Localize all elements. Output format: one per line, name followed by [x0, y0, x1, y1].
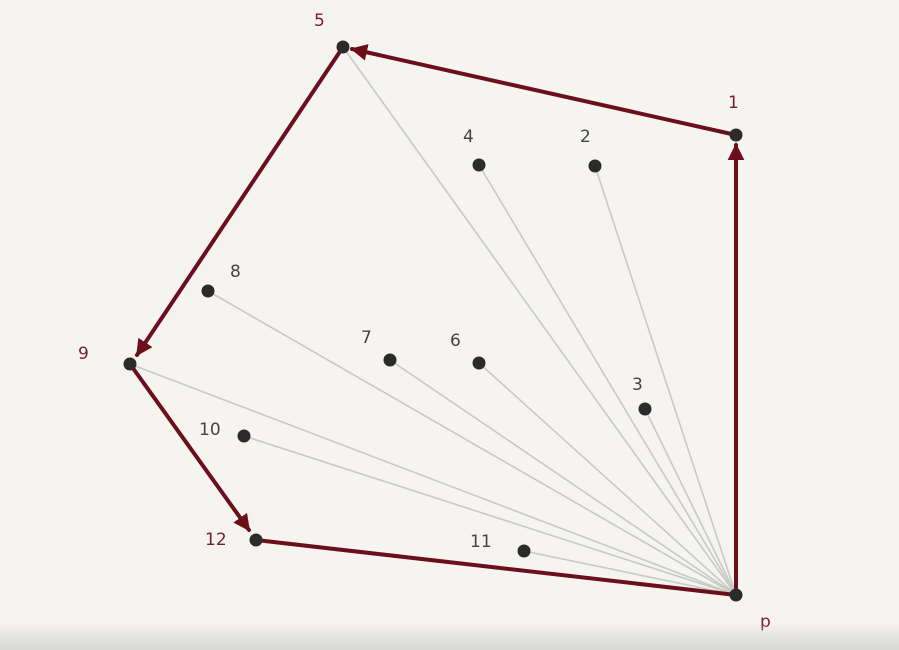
- label-2: 2: [580, 127, 591, 147]
- point-9: [123, 357, 137, 371]
- label-12: 12: [205, 530, 227, 550]
- ray-to-7: [389, 359, 737, 596]
- ray-to-10: [243, 435, 737, 596]
- hull-edge-9-12: [128, 362, 251, 532]
- label-8: 8: [230, 262, 241, 282]
- ray-to-8: [207, 290, 737, 596]
- hull-edges: [128, 44, 745, 597]
- point-1: [729, 128, 743, 142]
- point-6: [472, 356, 486, 370]
- bottom-shadow: [0, 622, 899, 650]
- hull-edge-12-p: [254, 538, 738, 597]
- label-11: 11: [470, 532, 492, 552]
- ray-to-3: [644, 408, 737, 596]
- point-5: [336, 40, 350, 54]
- ray-to-2: [594, 165, 737, 596]
- point-2: [588, 159, 602, 173]
- label-6: 6: [450, 331, 461, 351]
- ray-to-5: [342, 46, 737, 596]
- point-p: [729, 588, 743, 602]
- points: [123, 40, 743, 602]
- label-1: 1: [728, 93, 739, 113]
- point-10: [237, 429, 251, 443]
- point-11: [517, 544, 531, 558]
- ray-to-4: [478, 164, 737, 596]
- label-9: 9: [78, 344, 89, 364]
- point-4: [472, 158, 486, 172]
- hull-edge-1-5: [350, 44, 738, 137]
- point-8: [201, 284, 215, 298]
- hull-edge-5-9: [135, 45, 345, 357]
- label-5: 5: [314, 11, 325, 31]
- point-3: [638, 402, 652, 416]
- label-3: 3: [632, 375, 643, 395]
- label-4: 4: [463, 127, 474, 147]
- ray-to-11: [523, 550, 737, 596]
- point-12: [249, 533, 263, 547]
- point-7: [383, 353, 397, 367]
- labels: p 1 2 3 4 5 6 7 8 9 10 11 12: [78, 11, 771, 632]
- label-7: 7: [361, 328, 372, 348]
- ray-to-9: [129, 363, 737, 596]
- ray-to-6: [478, 362, 737, 596]
- rays: [129, 46, 737, 596]
- label-10: 10: [199, 420, 221, 440]
